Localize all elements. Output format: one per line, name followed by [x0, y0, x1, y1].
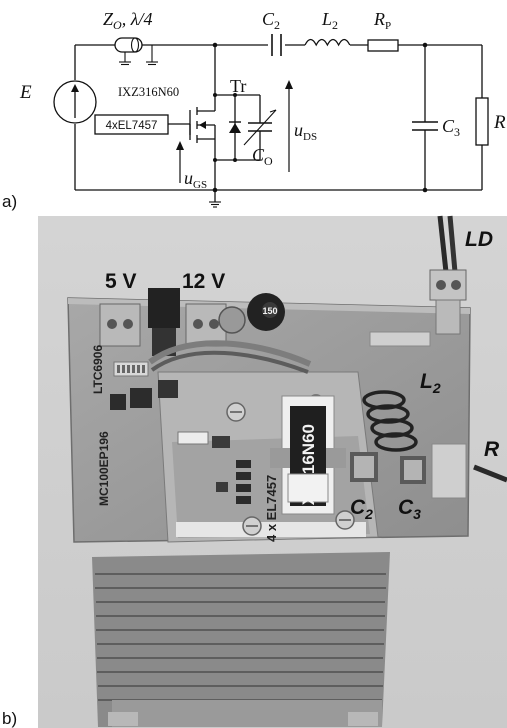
body-diode-symbol	[229, 121, 241, 133]
output-cable	[473, 464, 507, 483]
connector-5v	[99, 303, 141, 347]
source-label: E	[19, 82, 32, 103]
capacitor-co-symbol	[243, 109, 277, 146]
uds-arrow	[285, 80, 293, 172]
resistor-rp-symbol	[367, 39, 399, 52]
l2-label: L2	[321, 9, 338, 32]
driver-chips	[236, 460, 251, 504]
ic-ltc6906	[110, 394, 126, 410]
transmission-line-symbol	[114, 37, 158, 66]
inductor-value-label: 150	[262, 306, 277, 316]
transistor-part-label: IXZ316N60	[118, 85, 179, 99]
board-photo: 150 IXZ316N60	[2, 215, 507, 728]
small-connector	[177, 431, 209, 445]
capacitor-c3-symbol	[412, 121, 438, 131]
mc100ep196-silkscreen: MC100EP196	[97, 431, 111, 506]
coil-l2	[362, 390, 418, 452]
label-l2: L2	[420, 370, 441, 396]
el7457-silkscreen: 4 x EL7457	[264, 475, 279, 542]
output-terminal	[431, 443, 467, 499]
uds-label: uDS	[294, 120, 317, 143]
driver-label: 4xEL7457	[106, 120, 158, 132]
load-label: R	[493, 112, 506, 133]
label-5v: 5 V	[105, 270, 137, 293]
co-label: CO	[252, 145, 273, 168]
c3-label: C3	[442, 116, 460, 139]
electrolytic-capacitor	[218, 306, 246, 334]
mosfet-symbol	[189, 95, 216, 160]
label-ld: LD	[465, 228, 493, 251]
ic-mc100ep196	[130, 388, 152, 408]
heat-sink	[92, 552, 390, 727]
capacitor-c2-symbol	[271, 34, 282, 56]
circuit-schematic: 4xEL7457 E ZO, λ/4 C2 L2 RP C3 R Tr IXZ3…	[2, 9, 506, 211]
label-r: R	[484, 438, 500, 461]
voltage-source-symbol	[53, 80, 97, 124]
line-label: ZO, λ/4	[103, 9, 152, 32]
ixz316n60-marking: IXZ316N60	[299, 424, 318, 510]
resistor-load-symbol	[475, 97, 489, 146]
transistor-label: Tr	[230, 76, 246, 96]
label-c2: C2	[350, 496, 373, 522]
label-12v: 12 V	[182, 270, 225, 293]
driver-box	[94, 114, 169, 135]
label-c3: C3	[398, 496, 421, 522]
c2-label: C2	[262, 9, 280, 32]
transistor-package	[270, 395, 346, 515]
ugs-arrow	[176, 141, 184, 183]
junction-dots	[212, 42, 428, 193]
connector-ld	[429, 215, 467, 335]
rp-label: RP	[373, 9, 391, 32]
wire-bundle	[148, 340, 312, 367]
power-inductor	[247, 293, 285, 331]
ugs-label: uGS	[184, 168, 207, 191]
ltc6906-silkscreen: LTC6906	[91, 345, 105, 394]
panel-label-b: b)	[2, 709, 17, 728]
inductor-l2-symbol	[304, 38, 351, 47]
panel-label-a: a)	[2, 192, 17, 211]
voltage-regulator	[148, 288, 180, 328]
foil-strip	[176, 522, 366, 537]
ground-symbol	[209, 201, 221, 208]
